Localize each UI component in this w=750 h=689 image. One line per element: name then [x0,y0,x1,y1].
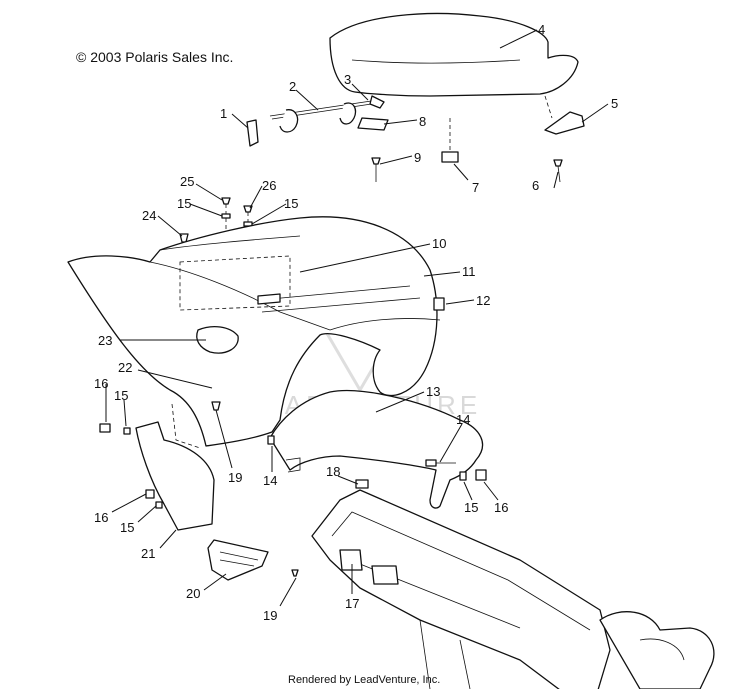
callout-1: 1 [220,106,227,121]
callout-21: 21 [141,546,155,561]
seat-latch-assembly [246,95,389,182]
seat-bumper-part [441,151,459,163]
callout-13: 13 [426,384,440,399]
callout-7: 7 [472,180,479,195]
callout-9: 9 [414,150,421,165]
callout-labels: 1 2 3 4 5 6 7 8 9 10 11 12 13 14 14 15 1… [94,22,618,623]
copyright-text: © 2003 Polaris Sales Inc. [76,49,233,65]
callout-11: 11 [462,264,476,279]
callout-5: 5 [611,96,618,111]
lower-hardware [99,297,487,509]
callout-14-lower: 14 [263,473,277,488]
mud-flap-part [135,403,215,531]
callout-16-left: 16 [94,376,108,391]
callout-12: 12 [476,293,490,308]
frame-part [311,479,715,689]
footrest-part [207,539,299,581]
callout-2: 2 [289,79,296,94]
seat-bracket-part [544,111,585,183]
callout-23: 23 [98,333,112,348]
leader-lines [105,29,609,607]
callout-4: 4 [538,22,545,37]
callout-19-upper: 19 [228,470,242,485]
callout-15-top-right: 15 [284,196,298,211]
callout-22: 22 [118,360,132,375]
rear-fender-part [67,216,441,447]
callout-15-lower-left: 15 [120,520,134,535]
callout-8: 8 [419,114,426,129]
callout-15-right: 15 [464,500,478,515]
callout-25: 25 [180,174,194,189]
footer-text: Rendered by LeadVenture, Inc. [288,674,440,686]
callout-15-top-left: 15 [177,196,191,211]
callout-16-right: 16 [494,500,508,515]
seat-part [329,12,579,119]
callout-10: 10 [432,236,446,251]
callout-14-upper: 14 [456,412,470,427]
callout-26: 26 [262,178,276,193]
callout-24: 24 [142,208,156,223]
callout-3: 3 [344,72,351,87]
callout-18: 18 [326,464,340,479]
callout-19-lower: 19 [263,608,277,623]
callout-16-lower-left: 16 [94,510,108,525]
callout-15-mid-left: 15 [114,388,128,403]
callout-20: 20 [186,586,200,601]
callout-6: 6 [532,178,539,193]
callout-17: 17 [345,596,359,611]
